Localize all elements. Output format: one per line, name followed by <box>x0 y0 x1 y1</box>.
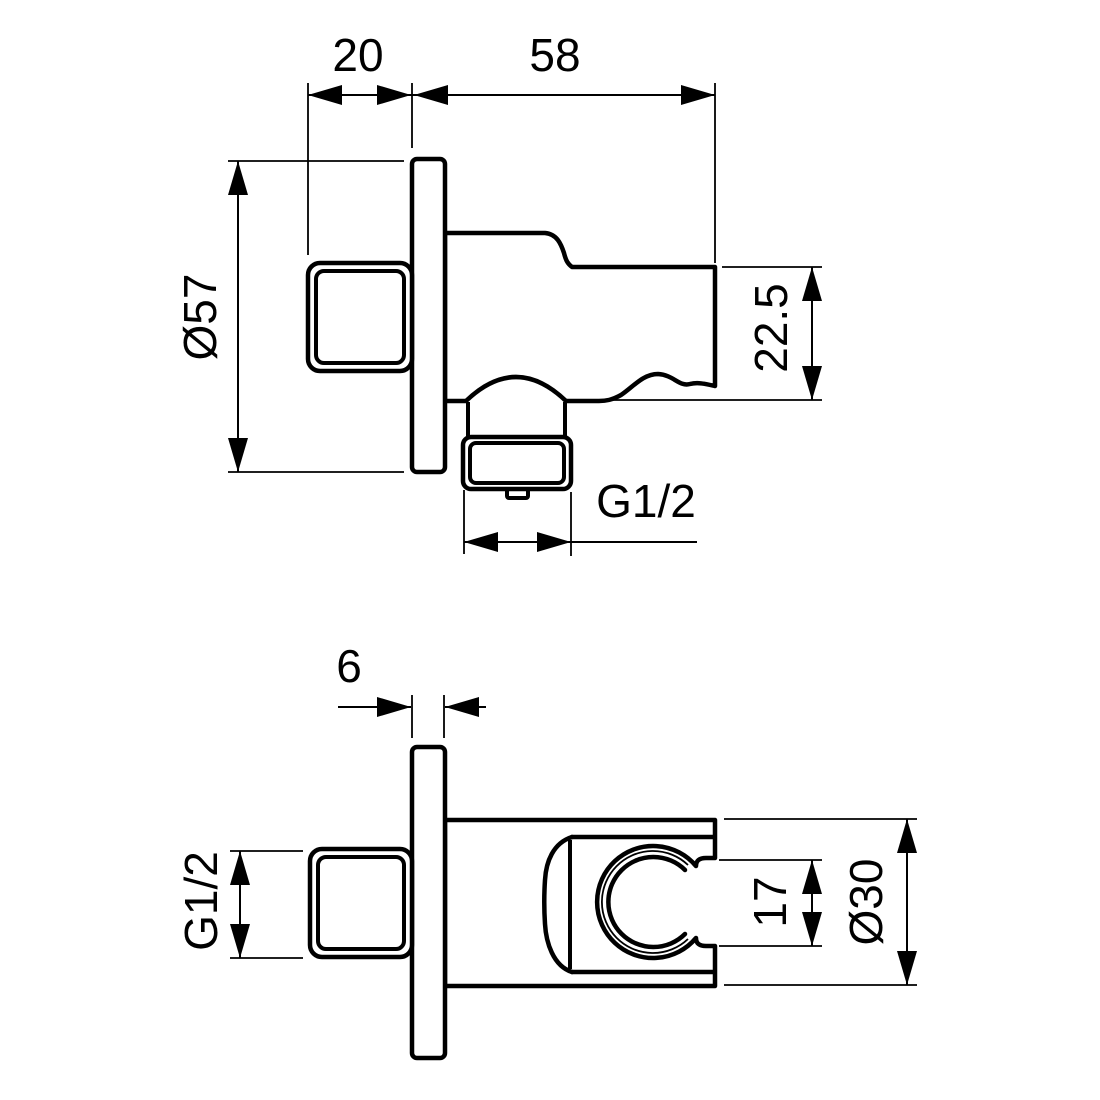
inlet-thread-side <box>305 260 415 374</box>
arrowhead-right <box>377 85 411 105</box>
rosette-plate-side <box>409 156 448 475</box>
dim-label-projection: 58 <box>529 29 580 81</box>
inlet-thread-bottom <box>307 846 415 960</box>
holder-ring-mid-line <box>601 850 689 954</box>
rosette-plate-bottom <box>409 744 448 1061</box>
arrowhead-left <box>308 85 342 105</box>
body-outline-bottom <box>442 817 718 989</box>
body-outline-side <box>442 230 718 404</box>
side-view: 20 58 Ø57 22.5 G1/2 <box>174 29 822 556</box>
dim-holder-diameter: Ø30 <box>724 818 917 986</box>
dim-label-outlet-drop: 22.5 <box>745 283 797 373</box>
arrowhead-down <box>897 951 917 985</box>
arrowhead-up <box>230 851 250 885</box>
dim-label-holder-diameter: Ø30 <box>840 859 892 946</box>
dim-label-inlet-thread: G1/2 <box>175 851 227 951</box>
arrowhead-up <box>228 161 248 195</box>
outlet-nipple <box>505 487 530 500</box>
holder-ring-inner-arc <box>606 854 688 950</box>
bottom-view: 6 G1/2 17 Ø30 <box>175 640 917 1061</box>
dim-label-holder-opening: 17 <box>744 876 796 927</box>
arrowhead-right <box>681 85 715 105</box>
outlet-nut-inner <box>468 441 566 485</box>
dim-outlet-drop: 22.5 <box>613 266 822 401</box>
arrowhead-down <box>228 438 248 472</box>
dim-rosette-thickness: 6 <box>336 640 486 738</box>
holder-insert-bulge <box>542 834 575 975</box>
arrowhead-up <box>802 267 822 301</box>
arrowhead-left <box>464 532 498 552</box>
arrowhead-down <box>230 924 250 958</box>
inlet-thread-inner-bottom <box>316 855 406 951</box>
dim-20-58: 20 58 <box>307 29 716 263</box>
dim-label-wall-offset: 20 <box>332 29 383 81</box>
dim-outlet-thread: G1/2 <box>463 475 697 556</box>
arrowhead-up <box>802 860 822 894</box>
arrowhead-down <box>802 912 822 946</box>
dim-label-rosette-thickness: 6 <box>336 640 362 692</box>
dim-inlet-thread: G1/2 <box>175 850 303 959</box>
arrowhead-down <box>802 366 822 400</box>
arrowhead-left <box>445 697 479 717</box>
dim-holder-opening: 17 <box>719 859 822 947</box>
arrowhead-left <box>414 85 448 105</box>
dim-label-rosette-diameter: Ø57 <box>174 274 226 361</box>
arrowhead-up <box>897 819 917 853</box>
dim-label-outlet-thread: G1/2 <box>596 475 696 527</box>
dim-rosette-diameter: Ø57 <box>174 160 404 473</box>
arrowhead-right <box>537 532 571 552</box>
inlet-thread-inner-side <box>314 269 406 365</box>
arrowhead-right <box>377 697 411 717</box>
